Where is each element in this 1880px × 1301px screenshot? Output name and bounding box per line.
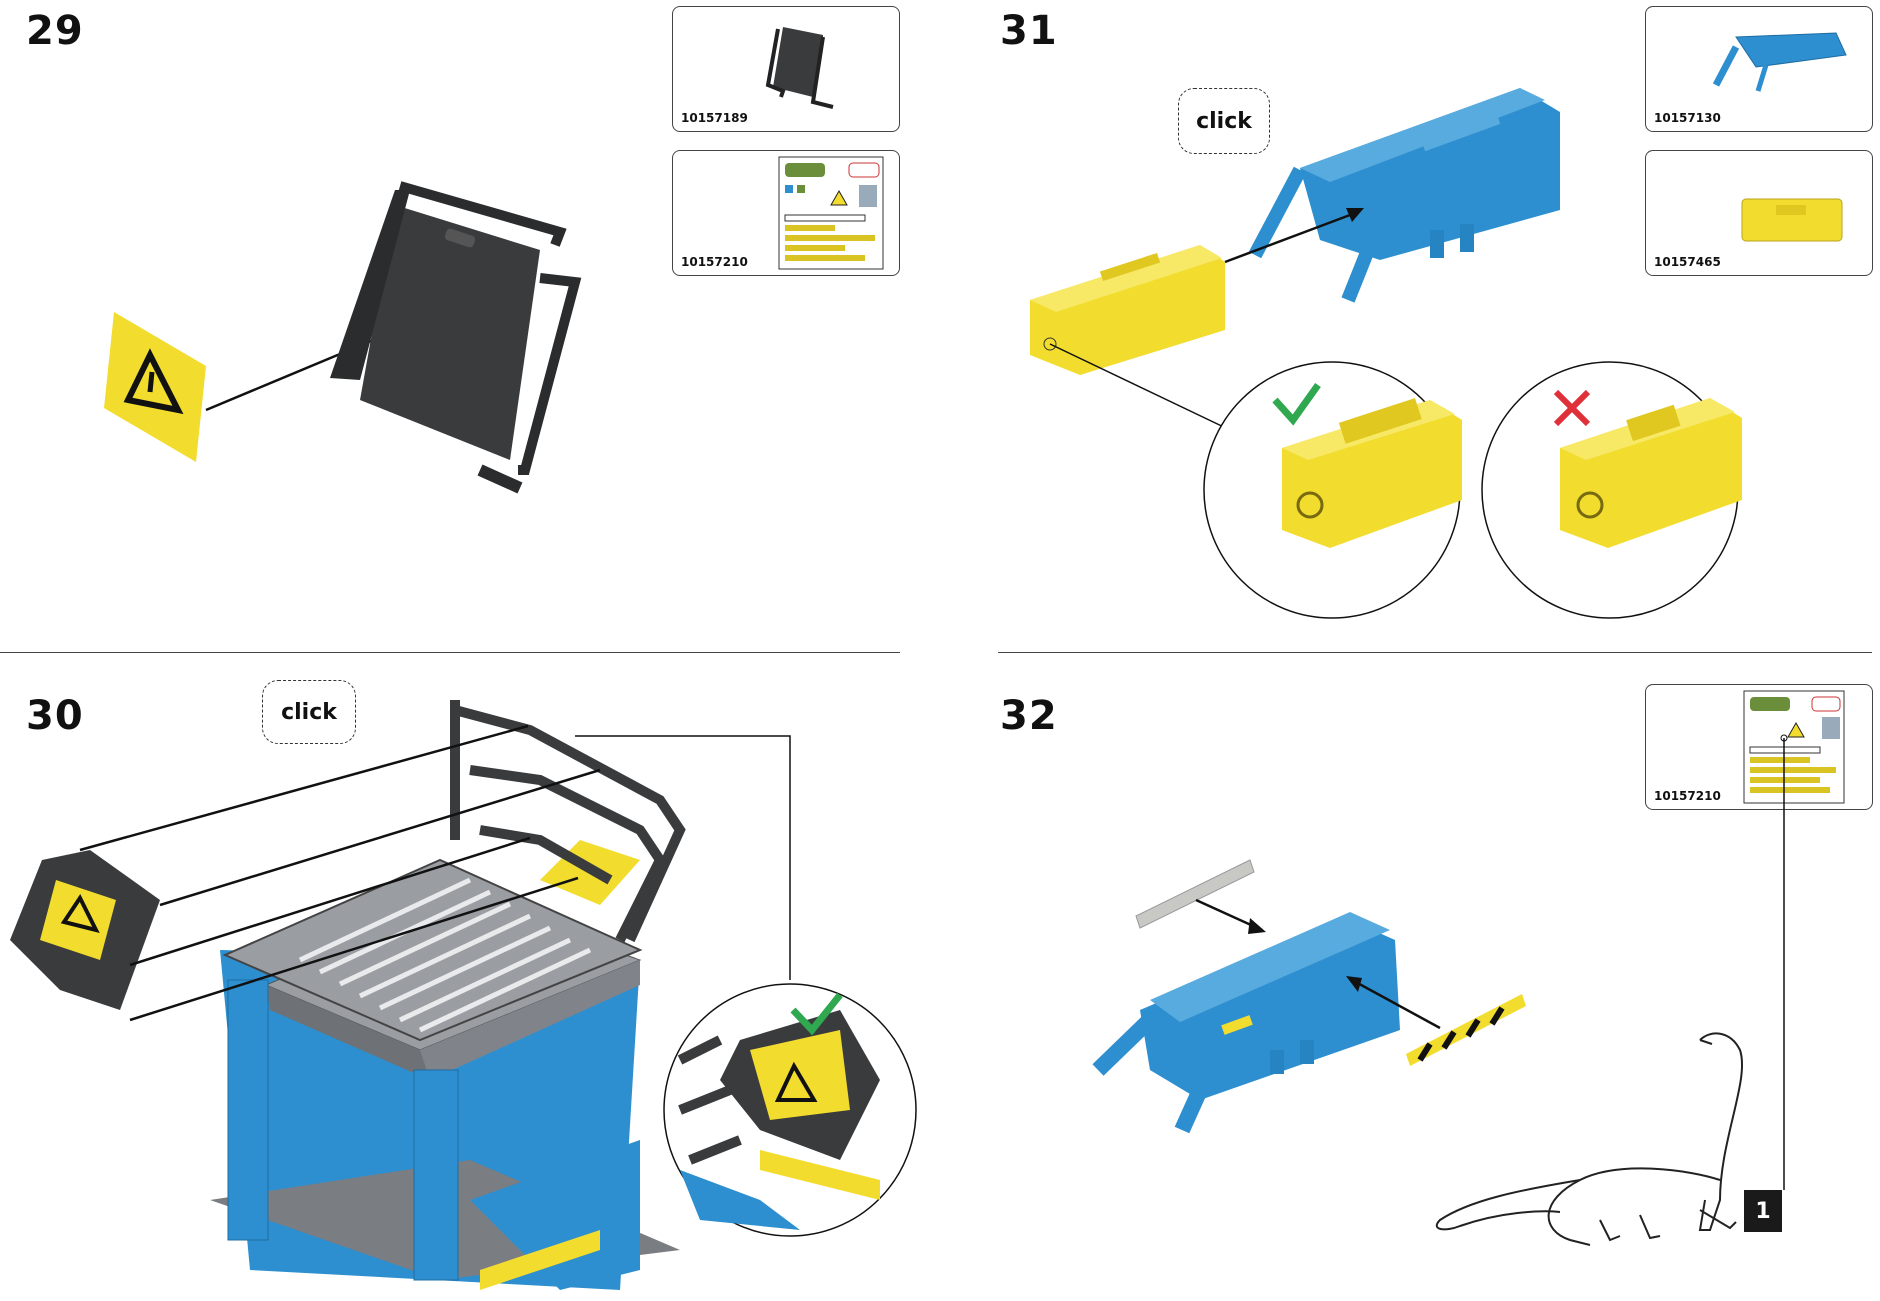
check-icon — [790, 992, 843, 1036]
step-number-32: 32 — [1000, 693, 1058, 739]
part-code: 10157210 — [681, 255, 748, 269]
step-number-30: 30 — [26, 693, 84, 739]
cargo-platform-30 — [210, 840, 680, 1290]
part-box-10157210: 10157210 — [672, 150, 900, 276]
dinosaur-outline-icon — [1435, 1032, 1744, 1246]
part-box-10157189: 10157189 — [672, 6, 900, 132]
part-box-10157465: 10157465 — [1645, 150, 1873, 276]
click-bubble-31: click — [1178, 88, 1270, 154]
arrow-31 — [1224, 210, 1359, 264]
part-code: 10157210 — [1654, 789, 1721, 803]
grey-sticker-strip — [1135, 859, 1255, 929]
dark-bracket-29 — [330, 181, 582, 494]
arrows-30 — [79, 724, 601, 1022]
safety-railing-30 — [450, 700, 686, 943]
warning-sticker-29 — [104, 312, 206, 462]
cross-icon — [1553, 389, 1591, 427]
part-code: 10157189 — [681, 111, 748, 125]
divider-right — [998, 652, 1872, 653]
incorrect-detail-circle — [1481, 361, 1742, 619]
check-icon — [1272, 382, 1321, 426]
warning-sign-bracket-30 — [10, 850, 160, 1010]
bracket-part-icon — [765, 27, 834, 109]
step-number-29: 29 — [26, 8, 84, 54]
blue-container-32 — [1092, 912, 1400, 1134]
step-number-31: 31 — [1000, 8, 1058, 54]
part-code: 10157130 — [1654, 111, 1721, 125]
sticker-sheet-icon — [1743, 690, 1845, 804]
blue-container-31 — [1248, 88, 1560, 303]
part-code: 10157465 — [1654, 255, 1721, 269]
part-box-10157130: 10157130 — [1645, 6, 1873, 132]
page-number-badge: 1 — [1744, 1190, 1782, 1232]
yellow-block-part-icon — [1741, 198, 1843, 242]
hazard-sticker-strip — [1406, 994, 1526, 1066]
yellow-block-31 — [1030, 245, 1225, 375]
blue-container-part-icon — [1712, 32, 1847, 92]
correct-detail-circle-30 — [663, 983, 917, 1237]
divider-left — [0, 652, 900, 653]
click-bubble-30: click — [262, 680, 356, 744]
part-box-10157210-step32: 10157210 — [1645, 684, 1873, 810]
sticker-sheet-icon — [778, 156, 884, 270]
correct-detail-circle — [1203, 361, 1462, 619]
